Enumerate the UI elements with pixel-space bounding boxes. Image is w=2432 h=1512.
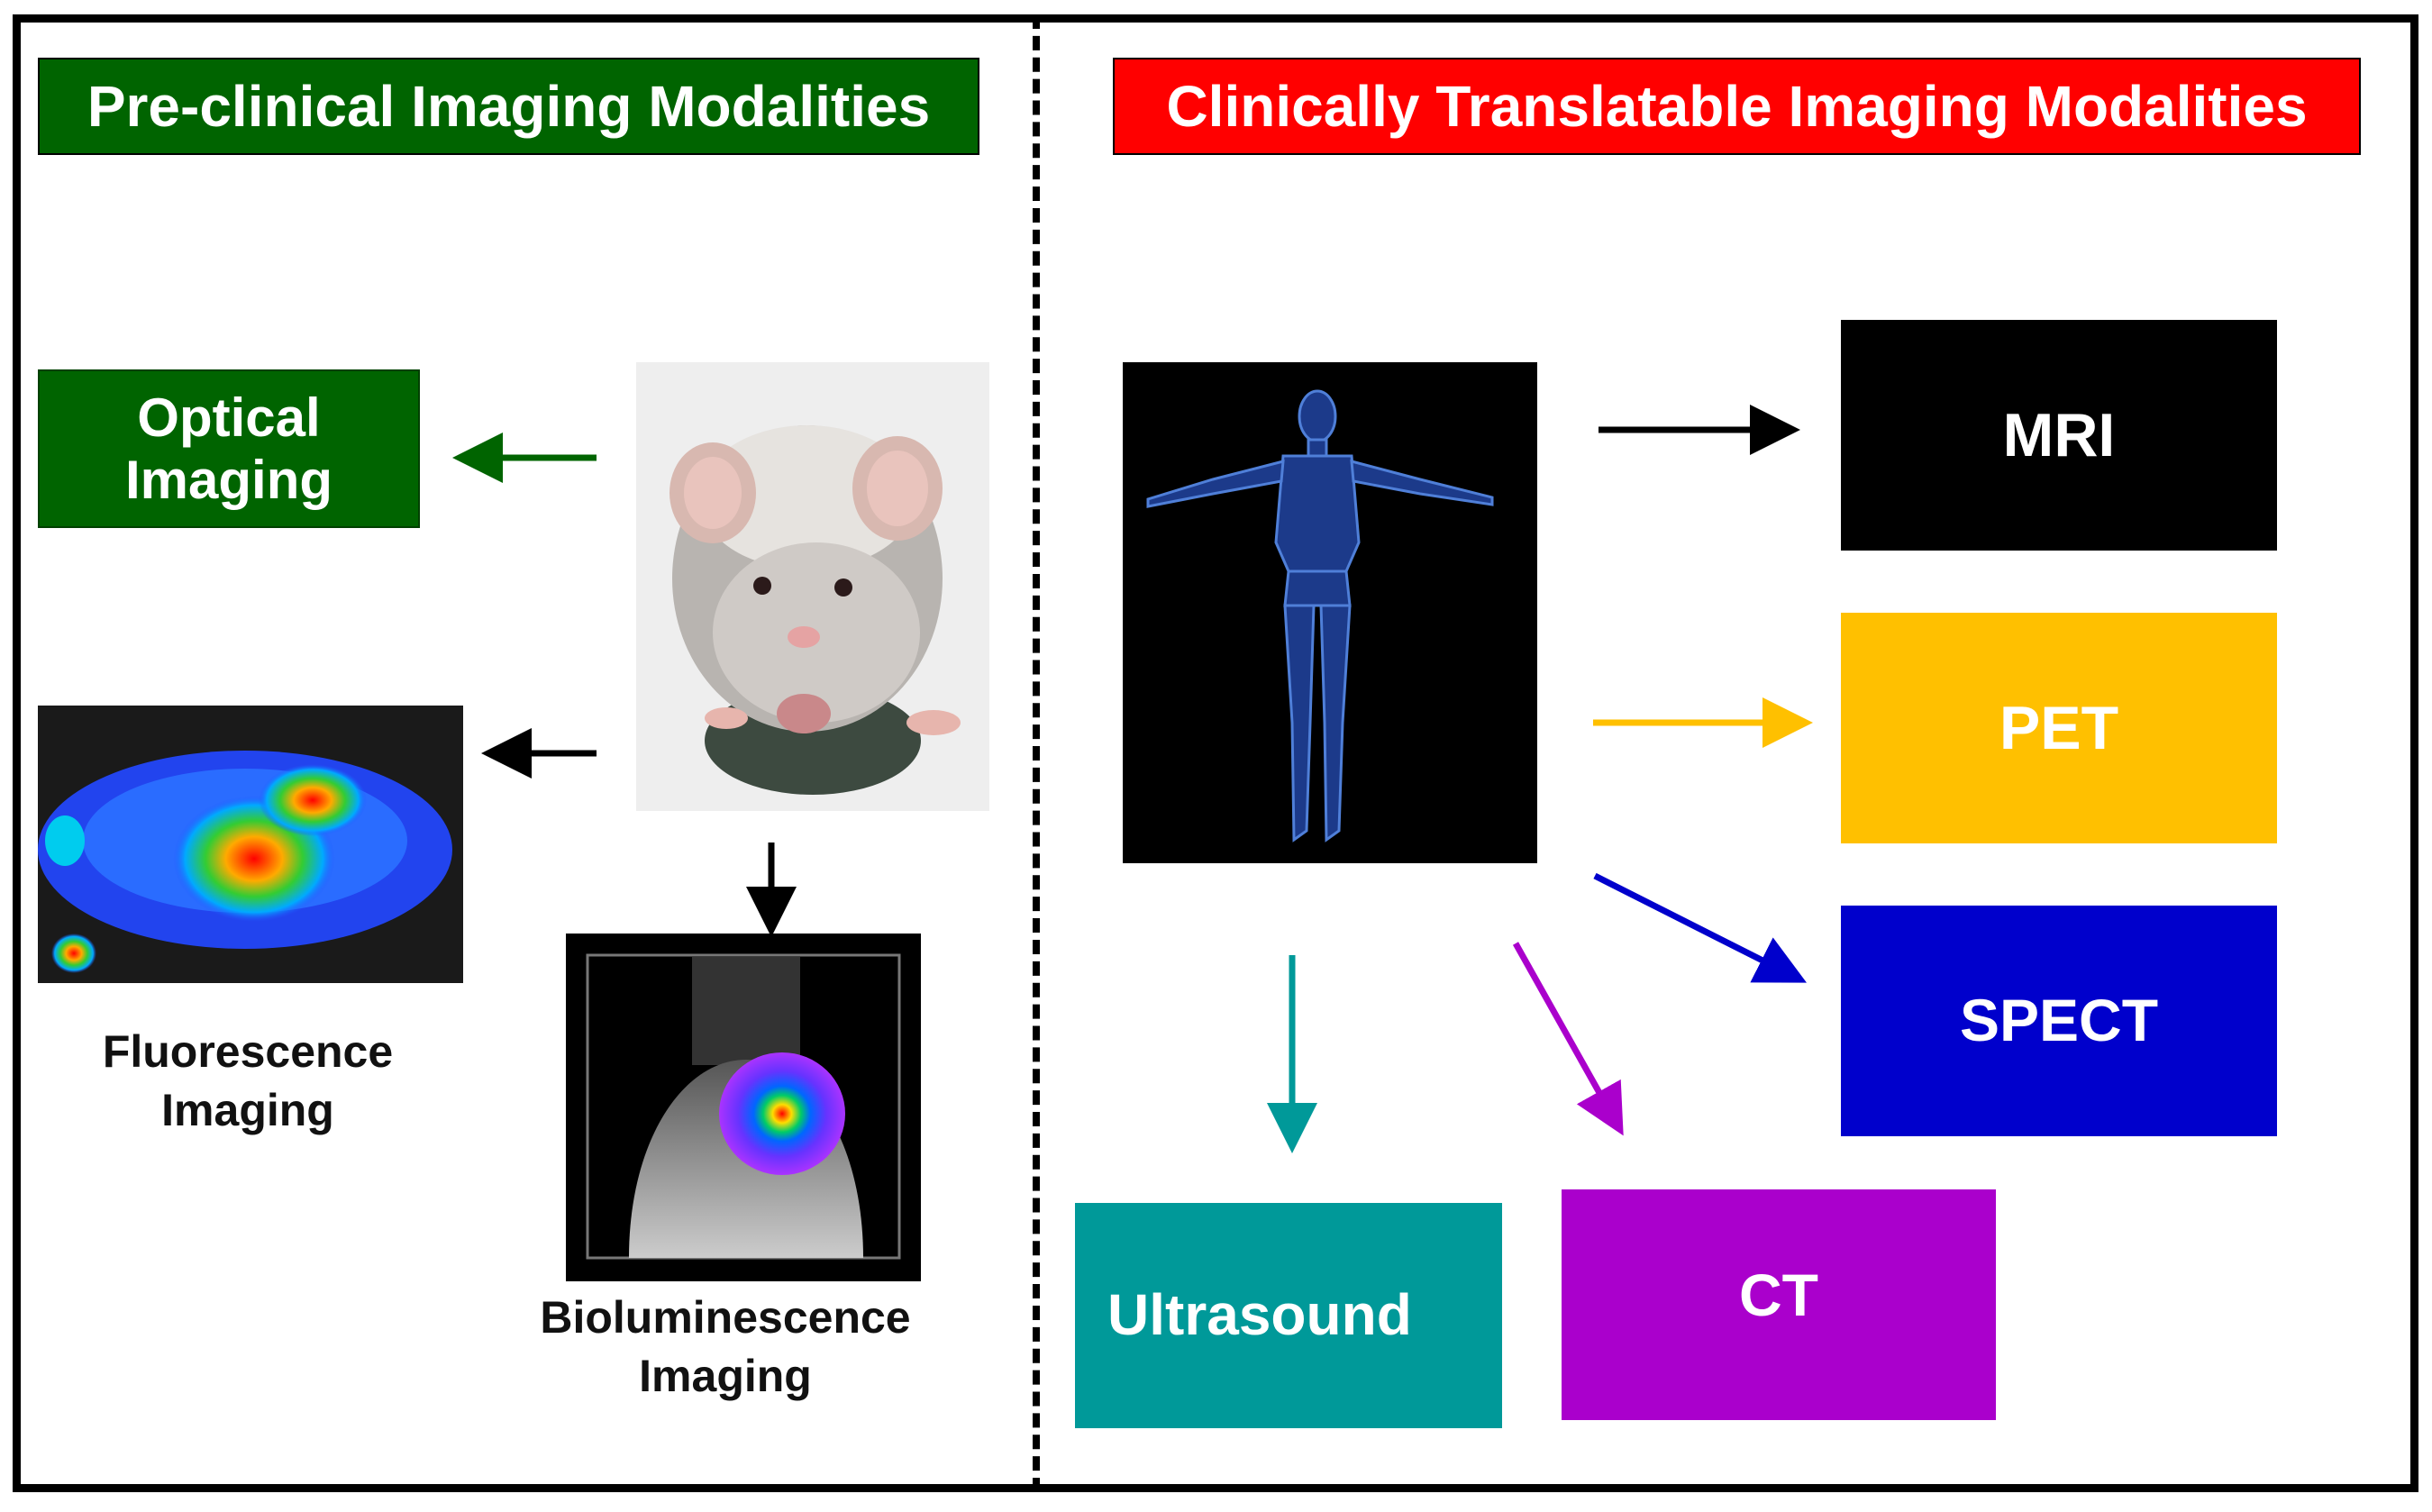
bioluminescence-mouse-image <box>566 934 921 1281</box>
clinical-header: Clinically Translatable Imaging Modaliti… <box>1113 58 2361 155</box>
arrow-to-ct <box>1512 942 1624 1136</box>
arrow-to-spect <box>1593 872 1807 983</box>
ct-box: CT <box>1562 1189 1996 1420</box>
optical-imaging-box: Optical Imaging <box>38 369 420 528</box>
bioluminescence-caption: Bioluminescence Imaging <box>540 1292 911 1401</box>
mouse-photo <box>636 362 989 811</box>
spect-box: SPECT <box>1841 906 2277 1136</box>
mri-box: MRI <box>1841 320 2277 551</box>
pet-box: PET <box>1841 613 2277 843</box>
panel-divider <box>1033 14 1040 1492</box>
preclinical-header: Pre-clinical Imaging Modalities <box>38 58 979 155</box>
fluorescence-mouse-image <box>38 706 463 983</box>
ultrasound-box: Ultrasound <box>1075 1203 1502 1428</box>
fluorescence-caption: Fluorescence Imaging <box>102 1026 394 1135</box>
optical-imaging-label: Optical Imaging <box>124 387 332 510</box>
human-body-figure <box>1123 362 1537 863</box>
